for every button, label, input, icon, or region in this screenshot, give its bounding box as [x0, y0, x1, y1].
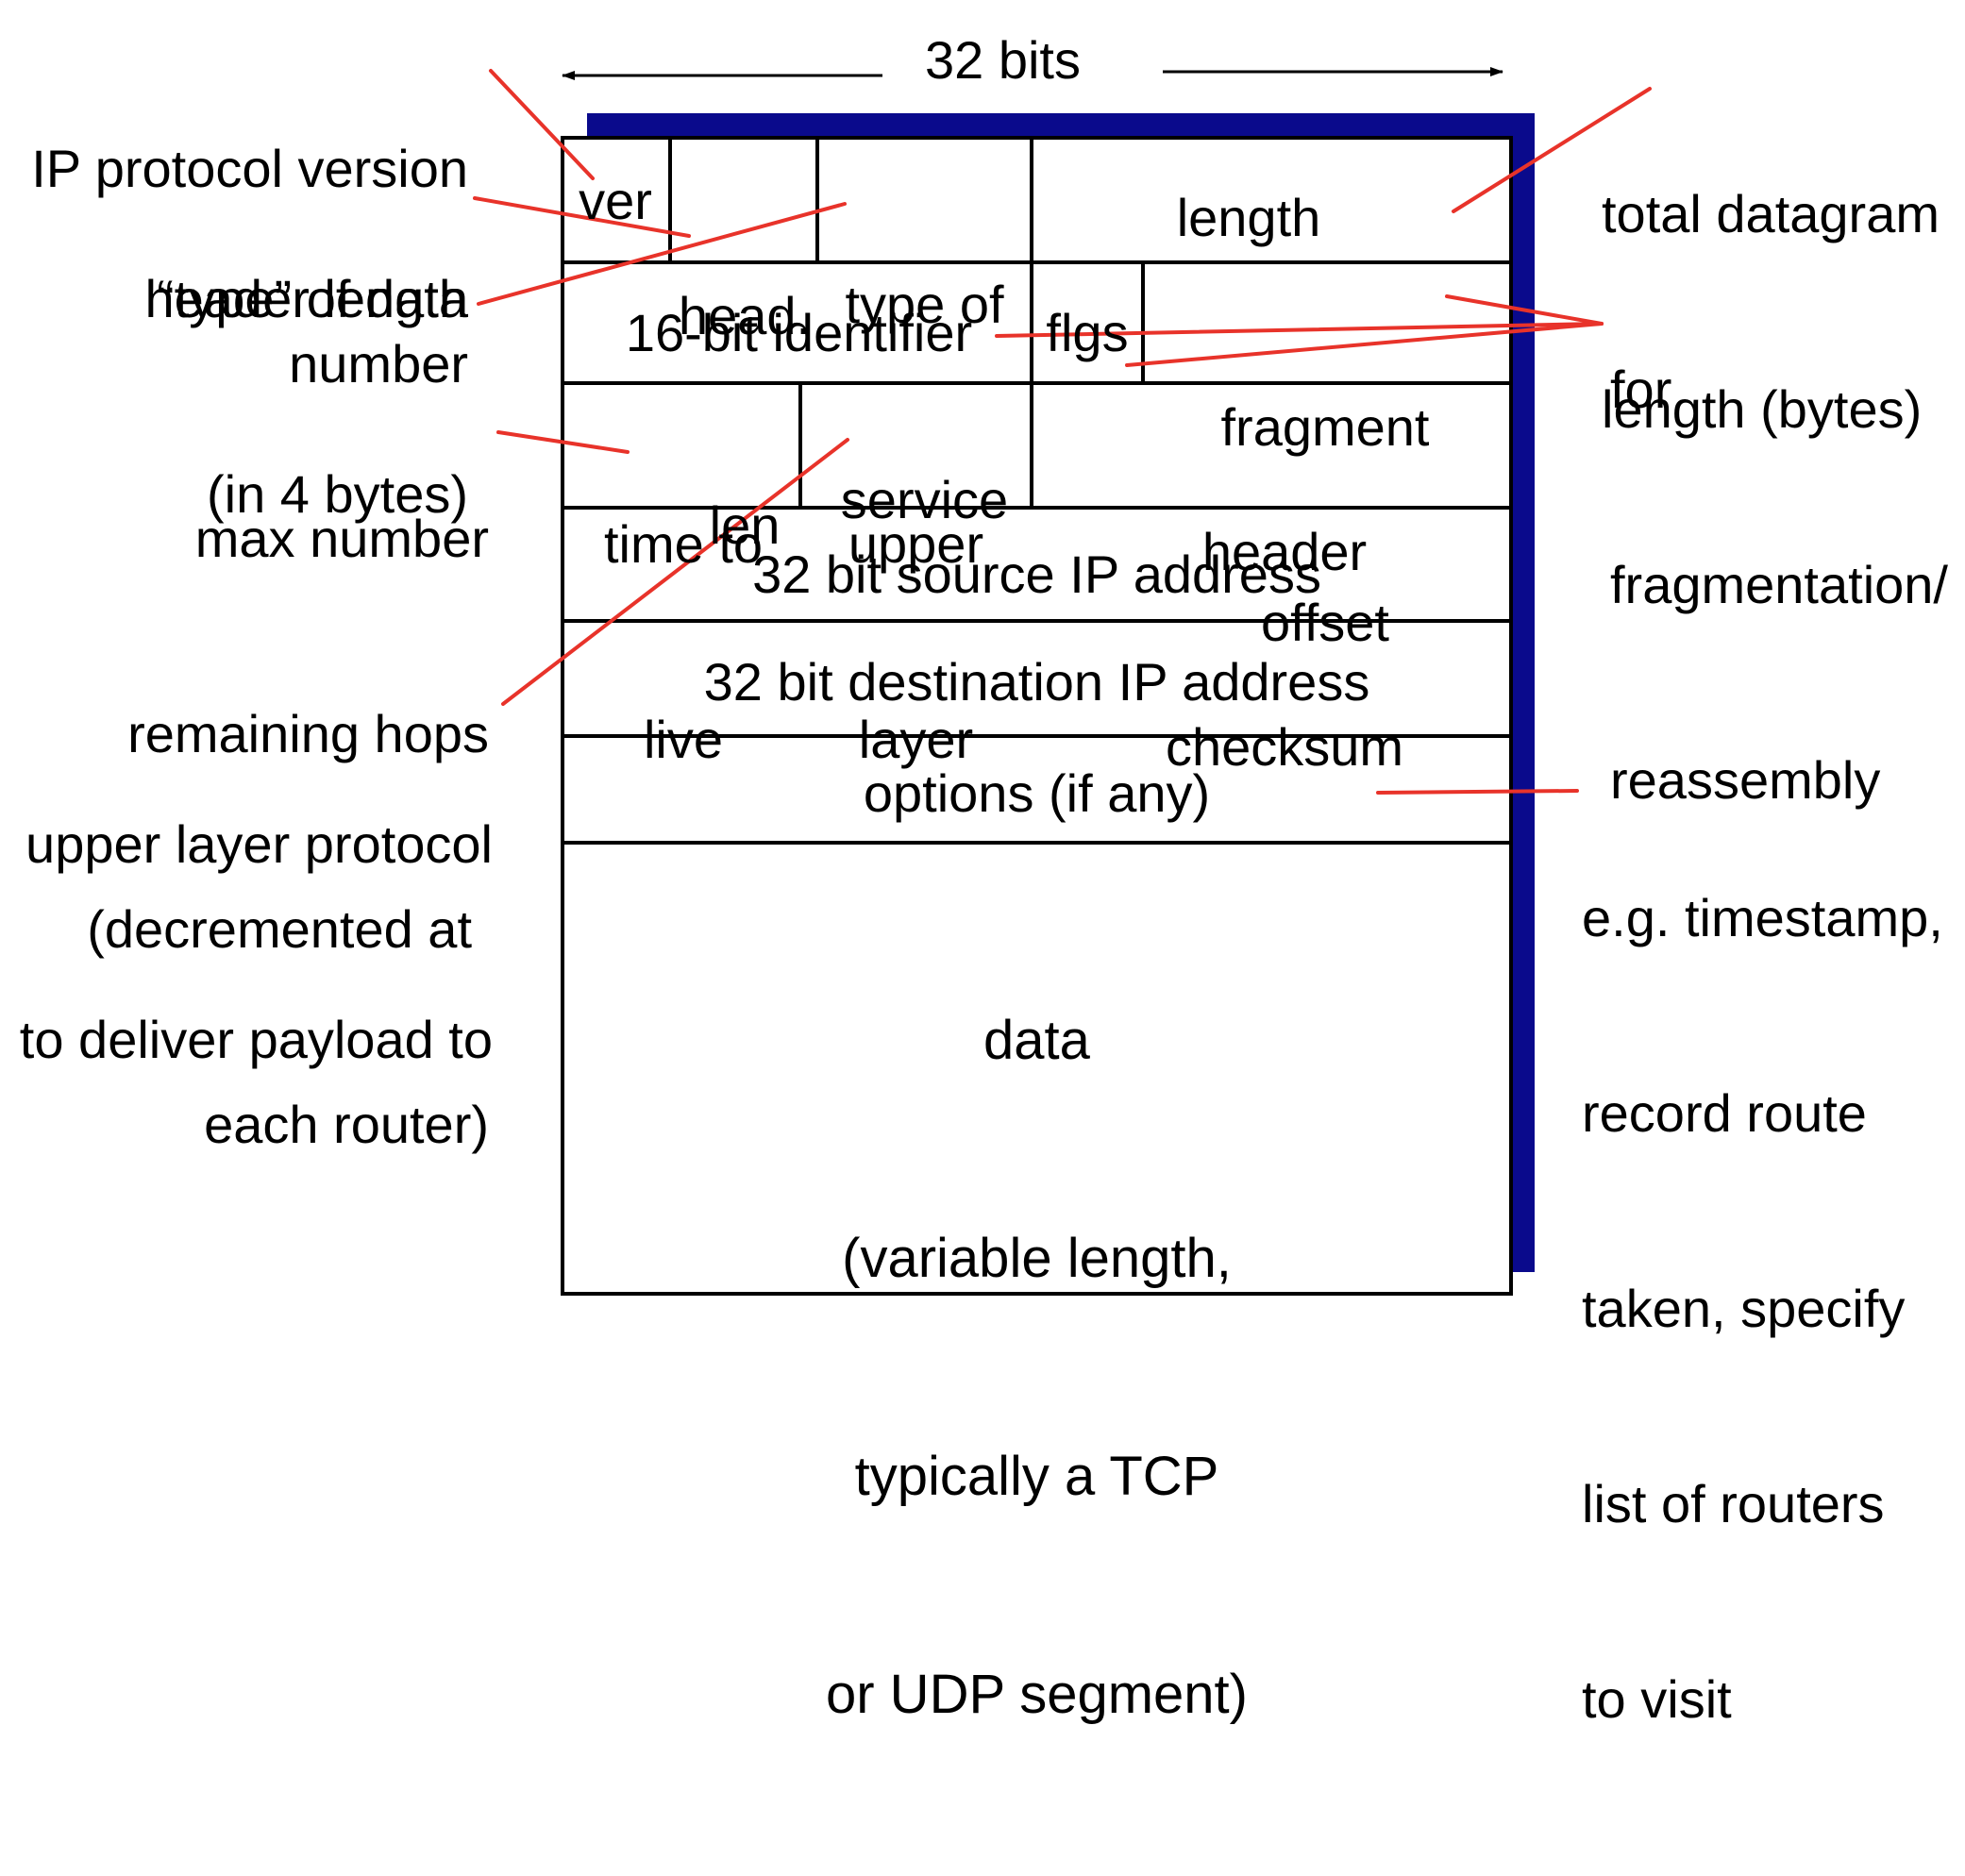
field-data-line2: (variable length, — [842, 1228, 1232, 1289]
annotation-options-line5: to visit — [1582, 1669, 1732, 1729]
field-tos-line1: type of — [845, 275, 1004, 334]
annotation-total-length-line2: length (bytes) — [1602, 379, 1923, 439]
leader-upper-protocol — [501, 438, 849, 706]
field-data-line3: typically a TCP — [854, 1446, 1219, 1507]
field-time-to-live: time to live — [566, 381, 800, 902]
annotation-max-hops-line3: (decremented at — [87, 899, 472, 959]
ip-datagram-format-diagram: 32 bits ver head. len type of service le… — [0, 6, 1960, 1730]
annotation-max-hops-line4: each router) — [204, 1095, 489, 1154]
leader-ip-version — [489, 69, 595, 180]
leader-header-length — [473, 196, 691, 238]
field-destination-ip: 32 bit destination IP address — [703, 652, 1370, 712]
field-ttl-line2: live — [643, 710, 724, 769]
annotation-fragmentation: for fragmentation/ reassembly — [1610, 226, 1959, 943]
field-ttl-line1: time to — [603, 514, 764, 574]
annotation-max-hops-line2: remaining hops — [127, 704, 489, 763]
annotation-upper-protocol: upper layer protocol to deliver payload … — [0, 681, 493, 1202]
annotation-header-length-line1: header length — [144, 269, 468, 328]
field-header-checksum: header checksum — [1032, 389, 1537, 910]
annotation-options-line1: e.g. timestamp, — [1582, 888, 1943, 947]
field-fragment-offset: fragment offset — [1143, 264, 1507, 785]
field-source-ip: 32 bit source IP address — [752, 544, 1321, 604]
annotation-ip-version: IP protocol version number — [0, 6, 468, 527]
annotation-options-line2: record route — [1582, 1083, 1867, 1143]
leader-fragment-offset — [1445, 294, 1604, 326]
annotation-ip-version-line2: number — [289, 334, 468, 394]
annotation-upper-protocol-line1: upper layer protocol — [25, 814, 493, 874]
leader-options — [1376, 789, 1579, 795]
field-flags: flgs — [1046, 303, 1129, 362]
leader-type-of-data — [477, 202, 847, 306]
field-data: data (variable length, typically a TCP o… — [563, 859, 1511, 1876]
annotation-total-length: total datagram length (bytes) — [1602, 51, 1960, 572]
field-upper-layer: upper layer — [800, 381, 1032, 902]
field-head-len-line2: len — [709, 495, 781, 555]
annotation-header-length: header length (in 4 bytes) — [0, 136, 468, 657]
field-head-len: head. len — [672, 142, 817, 700]
field-data-line4: or UDP segment) — [826, 1664, 1248, 1725]
field-tos-line2: service — [840, 470, 1009, 529]
field-ver: ver — [579, 171, 652, 230]
annotation-upper-protocol-line2: to deliver payload to — [19, 1010, 493, 1069]
field-upper-line2: layer — [858, 710, 974, 769]
field-checksum-line1: header — [1201, 522, 1368, 581]
field-upper-line1: upper — [848, 514, 984, 574]
leader-identifier — [995, 322, 1604, 338]
leader-max-hops — [496, 430, 630, 454]
row-dividers — [563, 260, 1511, 845]
field-data-line1: data — [983, 1010, 1090, 1071]
annotation-fragmentation-line1: for — [1610, 360, 1672, 419]
annotation-options-line4: list of routers — [1582, 1474, 1885, 1533]
field-frag-line1: fragment — [1220, 397, 1430, 457]
field-options: options (if any) — [863, 763, 1211, 823]
field-checksum-line2: checksum — [1165, 717, 1404, 777]
leader-lines — [473, 69, 1652, 795]
leader-total-length — [1452, 87, 1652, 213]
annotation-total-length-line1: total datagram — [1602, 184, 1940, 243]
annotation-options-line3: taken, specify — [1582, 1279, 1906, 1338]
annotation-type-of-data: “type” of data — [157, 269, 468, 328]
annotation-fragmentation-line3: reassembly — [1610, 750, 1881, 810]
annotation-max-hops-line1: max number — [194, 509, 489, 568]
column-dividers — [668, 138, 1145, 508]
leader-flags — [1125, 322, 1604, 367]
annotation-header-length-line2: (in 4 bytes) — [207, 464, 468, 524]
annotation-max-hops: max number remaining hops (decremented a… — [0, 376, 489, 1287]
annotation-ip-version-line1: IP protocol version — [31, 139, 468, 198]
diagram-graphics — [473, 67, 1652, 1296]
field-type-of-service: type of service — [817, 142, 1032, 662]
field-frag-line2: offset — [1261, 593, 1389, 652]
annotation-options-note: e.g. timestamp, record route taken, spec… — [1582, 755, 1959, 1862]
width-label: 32 bits — [925, 30, 1081, 90]
field-length: length — [1176, 188, 1321, 247]
field-head-len-line1: head. — [678, 286, 812, 345]
field-identifier: 16-bit identifier — [625, 303, 973, 362]
annotation-fragmentation-line2: fragmentation/ — [1610, 555, 1948, 614]
